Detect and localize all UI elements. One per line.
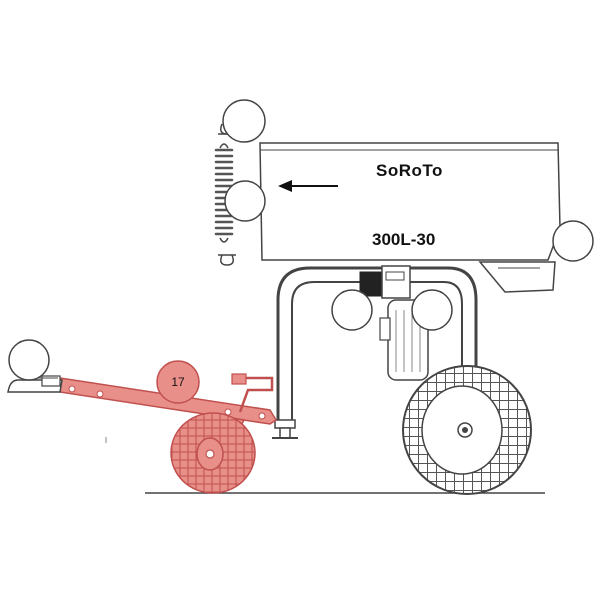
drive-coupling — [359, 271, 383, 297]
tow-bar-assembly[interactable] — [7, 373, 278, 494]
gearbox-housing — [478, 261, 556, 293]
spring-assembly — [214, 123, 236, 266]
callout-bubble[interactable] — [222, 99, 266, 143]
callout-bubble[interactable] — [331, 289, 373, 331]
drive-bracket — [381, 265, 411, 299]
callout-bubble-17[interactable] — [156, 360, 200, 404]
callout-bubble[interactable] — [8, 339, 50, 381]
brand-label: SoRoTo — [376, 161, 443, 180]
model-label: 300L-30 — [372, 230, 435, 249]
frame-arch — [276, 266, 478, 420]
callout-number-17: 17 — [171, 375, 185, 389]
arrow-head-icon — [278, 180, 292, 192]
callout-bubble[interactable] — [224, 180, 266, 222]
frame-foot — [274, 419, 296, 429]
main-wheel — [402, 365, 532, 495]
callout-bubble[interactable] — [411, 289, 453, 331]
callout-bubble[interactable] — [552, 220, 594, 262]
